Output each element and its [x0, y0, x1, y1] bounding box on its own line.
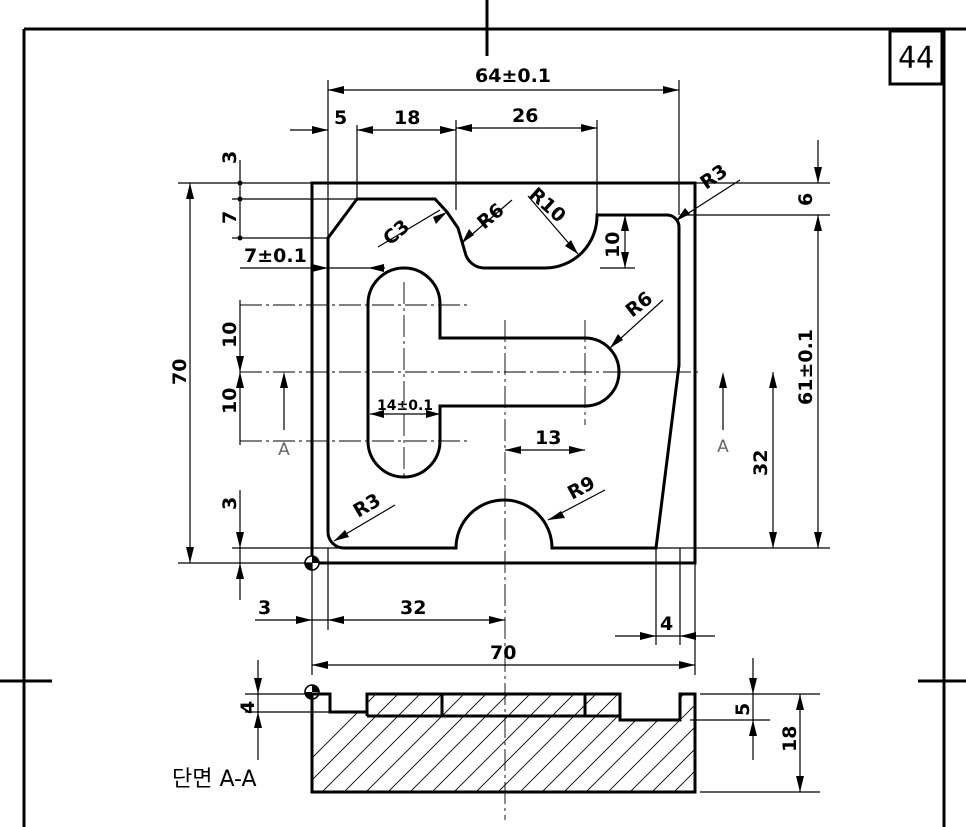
dim-18-section: 18	[779, 726, 801, 752]
dim-32-vertical: 32	[750, 450, 772, 476]
dim-3-bottom: 3	[219, 497, 241, 510]
dim-5: 5	[334, 107, 347, 129]
dim-14-tol: 14±0.1	[377, 398, 433, 414]
dim-10-pocket: 10	[602, 232, 624, 258]
section-marker-right: A	[717, 437, 729, 457]
dim-7: 7	[219, 211, 241, 224]
section-marker-left: A	[278, 440, 290, 460]
page-number: 44	[898, 41, 934, 76]
section-cut-indicators: A A	[278, 378, 729, 460]
radius-r9: R9	[564, 472, 599, 505]
dim-64: 64±0.1	[475, 65, 551, 87]
dim-18: 18	[394, 107, 420, 129]
t-slot-outline	[366, 266, 621, 479]
dim-26: 26	[512, 105, 538, 127]
radius-r3-bottom: R3	[350, 489, 385, 522]
dim-61-tol: 61±0.1	[795, 329, 817, 405]
dim-70-vertical: 70	[169, 359, 191, 385]
radius-r10: R10	[525, 183, 570, 227]
dim-7-tol: 7±0.1	[244, 245, 307, 267]
page-number-box	[888, 29, 944, 86]
dim-6: 6	[795, 193, 817, 206]
dim-10-upper: 10	[219, 322, 241, 348]
section-view: 단면 A-A	[172, 692, 697, 794]
datum-mark-section	[304, 684, 320, 700]
dimension-texts: 64±0.1 5 18 26 3 7 7±0.1 70 10 10 3 R3 R…	[169, 65, 817, 752]
section-outline	[310, 692, 697, 794]
dim-3-top: 3	[219, 151, 241, 164]
radius-r6-slot: R6	[622, 287, 657, 321]
chamfer-c3: C3	[379, 216, 414, 250]
dim-70-horizontal: 70	[490, 642, 516, 664]
section-label: 단면 A-A	[172, 767, 257, 792]
dim-32-horizontal: 32	[400, 597, 426, 619]
arrowheads	[186, 86, 822, 792]
part-outline	[326, 197, 681, 550]
stock-outline	[310, 181, 697, 565]
dimension-dots	[237, 180, 243, 241]
dim-13: 13	[535, 427, 561, 449]
dim-10-lower: 10	[219, 388, 241, 414]
extension-lines	[178, 80, 830, 793]
dim-4-section: 4	[237, 701, 259, 714]
dim-5-section: 5	[732, 703, 754, 716]
dim-3-left: 3	[258, 597, 271, 619]
centerlines	[240, 282, 700, 820]
dim-4-taper: 4	[660, 613, 673, 635]
hatch-pattern	[312, 694, 695, 792]
